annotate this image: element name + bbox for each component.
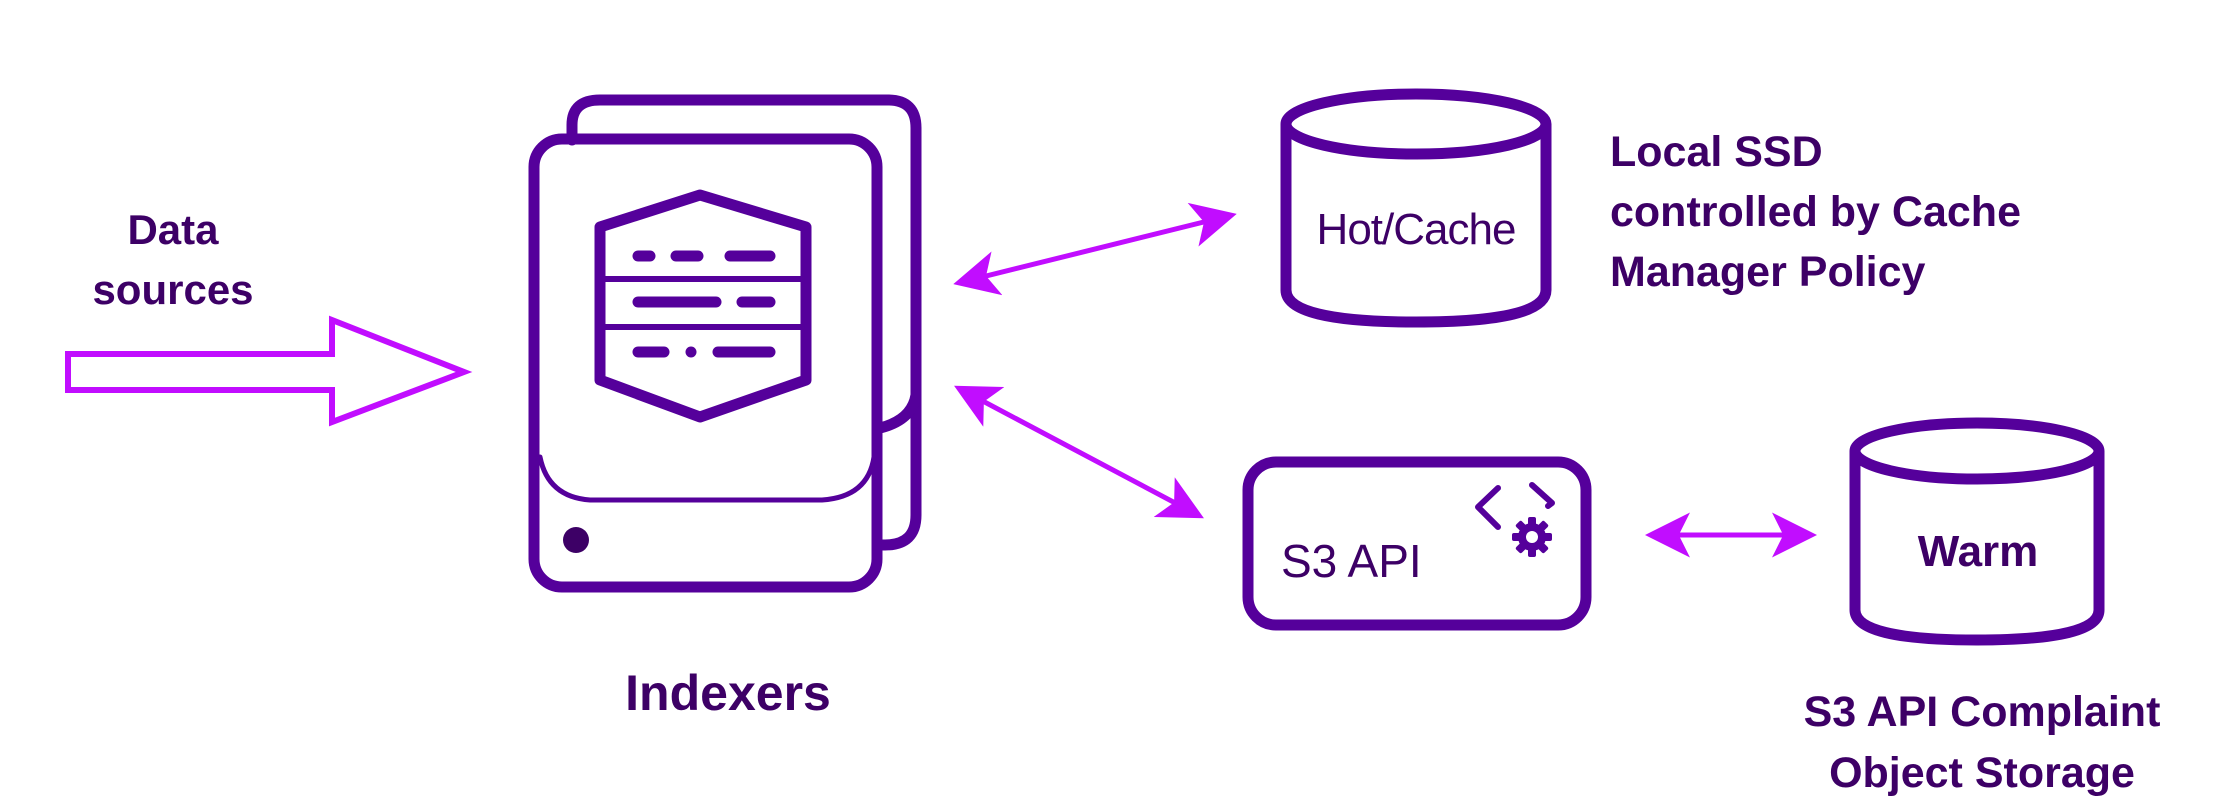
indexers-label: Indexers	[625, 665, 831, 721]
data-sources-line-1: Data	[127, 206, 219, 253]
hot-cache-cylinder-icon	[1280, 88, 1552, 328]
hot-cache-description-line-3: Manager Policy	[1610, 248, 1926, 296]
hot-cache-description-line-2: controlled by Cache	[1610, 188, 2021, 236]
gear-icon	[1512, 517, 1552, 557]
front-server-bay	[537, 454, 877, 503]
hot-cache-description-line-1: Local SSD	[1610, 128, 1823, 176]
hot-cache-description: Local SSD controlled by Cache Manager Po…	[1610, 122, 2021, 302]
server-stack-icon	[528, 94, 922, 593]
warm-description-line-2: Object Storage	[1829, 749, 2135, 797]
data-sources-label: Data sources	[92, 200, 253, 320]
warm-description-line-1: S3 API Complaint	[1803, 688, 2161, 736]
hexagon-database	[594, 189, 812, 423]
warm-cylinder-icon	[1849, 417, 2105, 646]
server-led-dot	[563, 527, 589, 553]
warm-label: Warm	[1917, 527, 2039, 576]
hot-cache-label: Hot/Cache	[1316, 205, 1517, 254]
s3-api-box	[1242, 456, 1592, 631]
indexers-s3-api-arrow	[954, 385, 1204, 519]
code-brackets-icon	[1475, 482, 1555, 530]
data-flow-block-arrow	[65, 315, 473, 427]
s3-api-label: S3 API	[1281, 535, 1422, 587]
warm-description: S3 API Complaint Object Storage	[1804, 682, 2161, 804]
back-server-divider	[874, 389, 922, 434]
back-server-outline	[566, 94, 922, 551]
indexers-hot-cache-arrow	[953, 202, 1237, 296]
front-server-outline	[528, 133, 883, 593]
data-sources-line-2: sources	[92, 266, 254, 313]
